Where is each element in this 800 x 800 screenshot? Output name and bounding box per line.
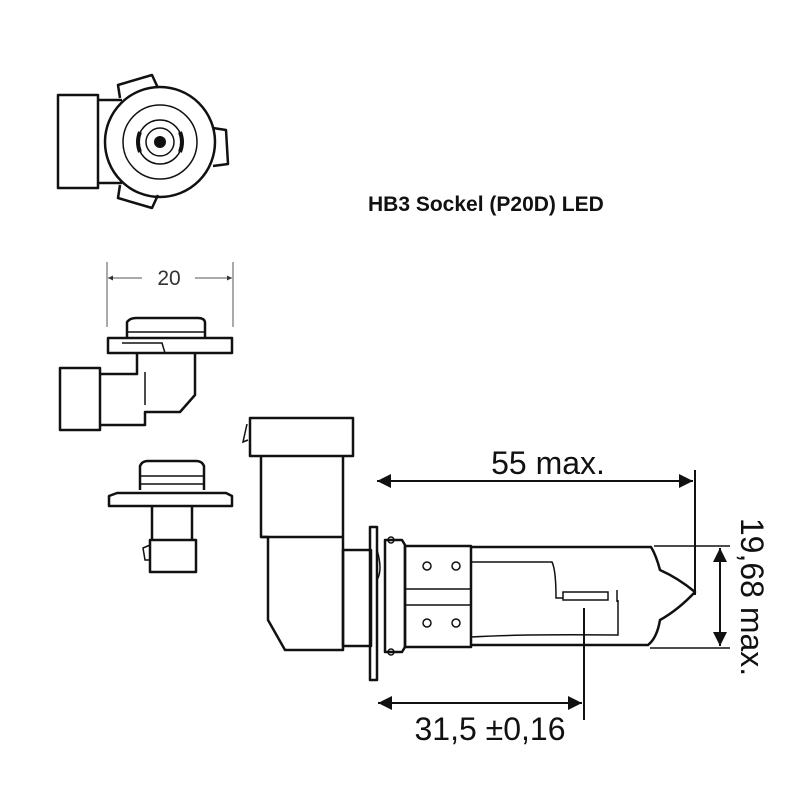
main-view (241, 416, 697, 682)
front-view (107, 459, 234, 574)
side-view (58, 262, 234, 432)
top-view (56, 73, 230, 210)
dimension-light-center-label: 31,5 ±0,16 (414, 711, 565, 747)
dimension-diameter-label: 19,68 max. (734, 518, 770, 676)
dimension-width-label: 20 (157, 267, 180, 290)
dimension-length-label: 55 max. (491, 445, 605, 481)
drawing-title: HB3 Sockel (P20D) LED (368, 193, 604, 216)
dimension-lines (377, 470, 730, 720)
